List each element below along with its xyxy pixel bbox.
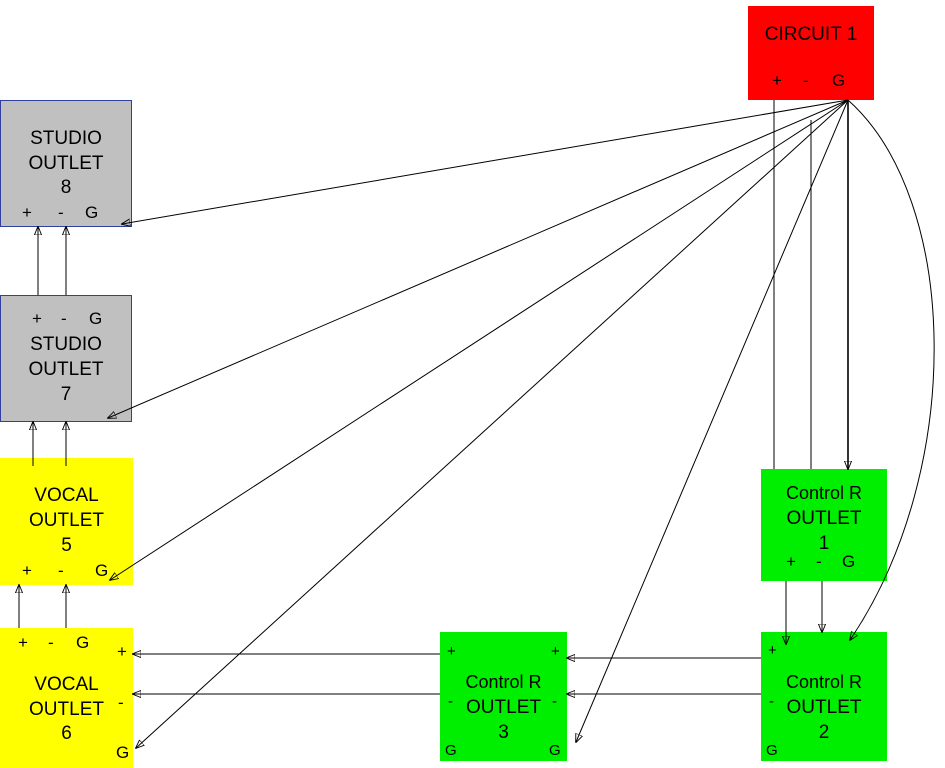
vocal-outlet-6-right-plus: + — [117, 642, 127, 661]
vocal-outlet-6-box: VOCAL OUTLET 6 — [0, 628, 133, 768]
control-outlet-3-right-minus: - — [552, 693, 557, 710]
control-outlet-3-right-plus: + — [551, 643, 560, 660]
studio-outlet-7-box: STUDIO OUTLET 7 — [0, 295, 132, 422]
studio-outlet-7-line2: OUTLET — [28, 359, 104, 380]
vocal-outlet-5-plus: + — [22, 561, 32, 580]
control-outlet-1-box: Control R OUTLET 1 — [761, 469, 887, 581]
control-outlet-2-ground: G — [766, 742, 778, 759]
studio-outlet-8-ground: G — [85, 203, 99, 222]
control-outlet-1-line1: Control R — [785, 483, 863, 503]
studio-outlet-7-ground: G — [89, 309, 103, 328]
vocal-outlet-6-plus: + — [18, 633, 28, 652]
studio-outlet-8-plus: + — [22, 203, 32, 222]
vocal-outlet-5-minus: - — [58, 561, 64, 580]
wire-circuit-to-vocal-5 — [110, 99, 849, 580]
control-outlet-3-box: Control R OUTLET 3 — [440, 632, 567, 761]
studio-outlet-8-line3: 8 — [60, 177, 72, 198]
control-outlet-3-left-minus: - — [448, 693, 453, 710]
studio-outlet-8-line2: OUTLET — [28, 153, 104, 174]
wire-circuit-to-control-3 — [576, 99, 849, 742]
control-outlet-1-line3: 1 — [818, 533, 830, 554]
vocal-outlet-6-line2: OUTLET — [29, 699, 104, 720]
control-outlet-2-box: Control R OUTLET 2 — [761, 632, 887, 761]
control-outlet-3-left-plus: + — [447, 643, 456, 660]
control-outlet-1-line2: OUTLET — [786, 508, 862, 529]
studio-outlet-8-line1: STUDIO — [30, 128, 102, 149]
control-outlet-3-line2: OUTLET — [466, 697, 541, 718]
vocal-outlet-6-line1: VOCAL — [34, 674, 99, 695]
studio-outlet-7-minus: - — [61, 309, 67, 328]
control-outlet-2-line3: 2 — [818, 722, 830, 743]
control-outlet-3-line1: Control R — [465, 672, 542, 692]
studio-outlet-8-minus: - — [58, 203, 64, 222]
control-outlet-1-minus: - — [816, 552, 822, 571]
vocal-outlet-6-line3: 6 — [61, 723, 72, 744]
wire-circuit-to-control-2 — [847, 99, 935, 640]
vocal-outlet-6-minus: - — [48, 633, 54, 652]
control-outlet-2-plus: + — [768, 642, 777, 659]
studio-outlet-7-line3: 7 — [60, 384, 72, 405]
control-outlet-3-right-ground: G — [549, 742, 561, 759]
studio-outlet-7-plus: + — [32, 309, 42, 328]
wire-circuit-to-vocal-6 — [136, 99, 849, 748]
control-outlet-3-line3: 3 — [498, 722, 509, 743]
studio-outlet-7-line1: STUDIO — [30, 334, 102, 355]
control-outlet-1-ground: G — [842, 552, 856, 571]
wire-circuit-to-studio-8 — [122, 99, 849, 224]
vocal-outlet-6-right-minus: - — [118, 693, 124, 712]
vocal-outlet-5-line1: VOCAL — [34, 485, 99, 506]
vocal-outlet-5-box: VOCAL OUTLET 5 — [0, 458, 133, 585]
control-outlet-2-minus: - — [769, 693, 774, 710]
vocal-outlet-5-line3: 5 — [61, 535, 72, 556]
circuit-1-ground: G — [832, 71, 846, 90]
control-outlet-2-line1: Control R — [785, 672, 863, 692]
vocal-outlet-5-ground: G — [95, 561, 109, 580]
wire-circuit-to-studio-7 — [108, 99, 849, 418]
circuit-1-box: CIRCUIT 1 — [748, 6, 874, 100]
vocal-outlet-6-right-ground: G — [116, 743, 130, 762]
control-outlet-1-plus: + — [786, 552, 796, 571]
vocal-outlet-5-line2: OUTLET — [29, 510, 104, 531]
vocal-outlet-6-ground: G — [76, 633, 90, 652]
circuit-1-minus: - — [803, 71, 809, 90]
circuit-1-title: CIRCUIT 1 — [764, 24, 858, 45]
control-outlet-3-left-ground: G — [445, 742, 457, 759]
circuit-1-plus: + — [772, 71, 782, 90]
control-outlet-2-line2: OUTLET — [786, 697, 862, 718]
